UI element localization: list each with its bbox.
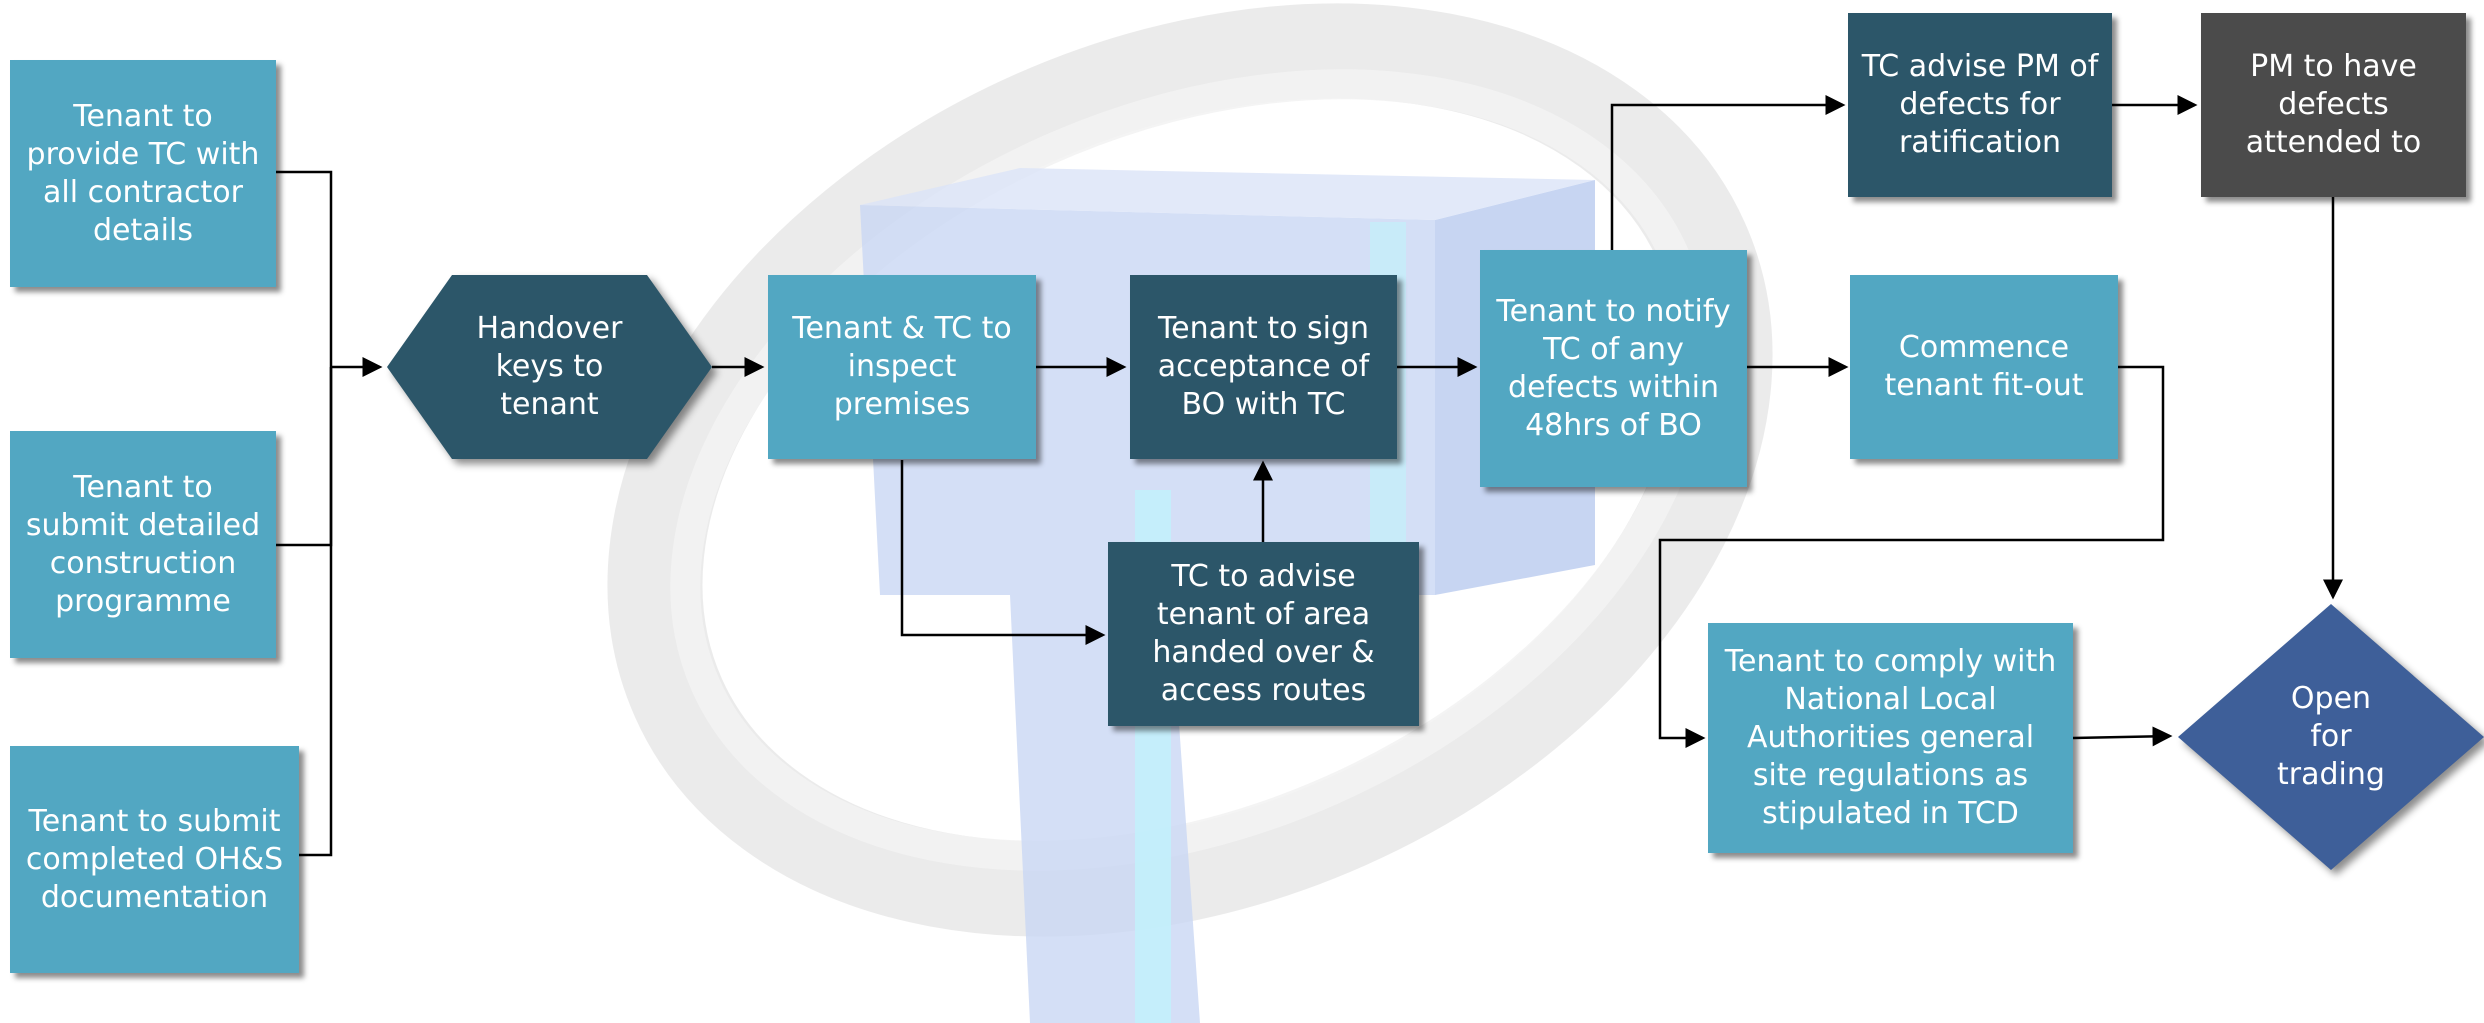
node-notify-defects-label: Tenant to notify TC of any defects withi… bbox=[1496, 293, 1731, 443]
node-advise-area: TC to advise tenant of area handed over … bbox=[1108, 542, 1419, 726]
node-comply-regulations: Tenant to comply with National Local Aut… bbox=[1708, 623, 2073, 853]
node-comply-regulations-label: Tenant to comply with National Local Aut… bbox=[1724, 644, 2057, 831]
arrow-fitout-to-comply bbox=[1658, 365, 2165, 748]
node-ohs-documentation: Tenant to submit completed OH&S document… bbox=[10, 746, 299, 973]
node-handover-keys: Handover keys to tenant bbox=[387, 275, 712, 459]
node-contractor-details: Tenant to provide TC with all contractor… bbox=[10, 60, 276, 287]
node-construction-programme-label: Tenant to submit detailed construction p… bbox=[25, 469, 261, 619]
connector-contractor-details bbox=[276, 170, 333, 367]
node-commence-fitout-label: Commence tenant fit-out bbox=[1884, 330, 2084, 403]
node-open-trading-label: Open for trading bbox=[2277, 681, 2385, 792]
node-sign-acceptance-label: Tenant to sign acceptance of BO with TC bbox=[1157, 311, 1370, 422]
connector-construction-programme bbox=[276, 367, 333, 547]
node-ohs-documentation-label: Tenant to submit completed OH&S document… bbox=[25, 803, 284, 915]
node-inspect-premises: Tenant & TC to inspect premises bbox=[768, 275, 1036, 459]
connector-ohs-documentation bbox=[299, 367, 333, 857]
diamond-shape bbox=[2178, 604, 2484, 870]
node-advise-area-label: TC to advise tenant of area handed over … bbox=[1152, 559, 1375, 708]
arrow-comply-to-open bbox=[2072, 726, 2173, 747]
node-construction-programme: Tenant to submit detailed construction p… bbox=[10, 431, 276, 658]
node-notify-defects: Tenant to notify TC of any defects withi… bbox=[1480, 250, 1747, 487]
arrow-inspect-to-advise-area bbox=[900, 460, 1106, 645]
node-pm-defects: PM to have defects attended to bbox=[2201, 13, 2466, 197]
arrow-notify-to-advise-pm bbox=[1610, 95, 1846, 250]
hexagon-shape bbox=[387, 275, 712, 459]
node-contractor-details-label: Tenant to provide TC with all contractor… bbox=[26, 98, 260, 248]
node-pm-defects-label: PM to have defects attended to bbox=[2245, 49, 2422, 160]
node-advise-pm-label: TC advise PM of defects for ratification bbox=[1861, 49, 2099, 160]
node-inspect-premises-label: Tenant & TC to inspect premises bbox=[792, 311, 1012, 422]
node-open-trading: Open for trading bbox=[2178, 604, 2484, 870]
node-commence-fitout: Commence tenant fit-out bbox=[1850, 275, 2118, 459]
node-advise-pm: TC advise PM of defects for ratification bbox=[1848, 13, 2112, 197]
node-sign-acceptance: Tenant to sign acceptance of BO with TC bbox=[1130, 275, 1397, 459]
node-handover-keys-label: Handover keys to tenant bbox=[476, 311, 623, 422]
